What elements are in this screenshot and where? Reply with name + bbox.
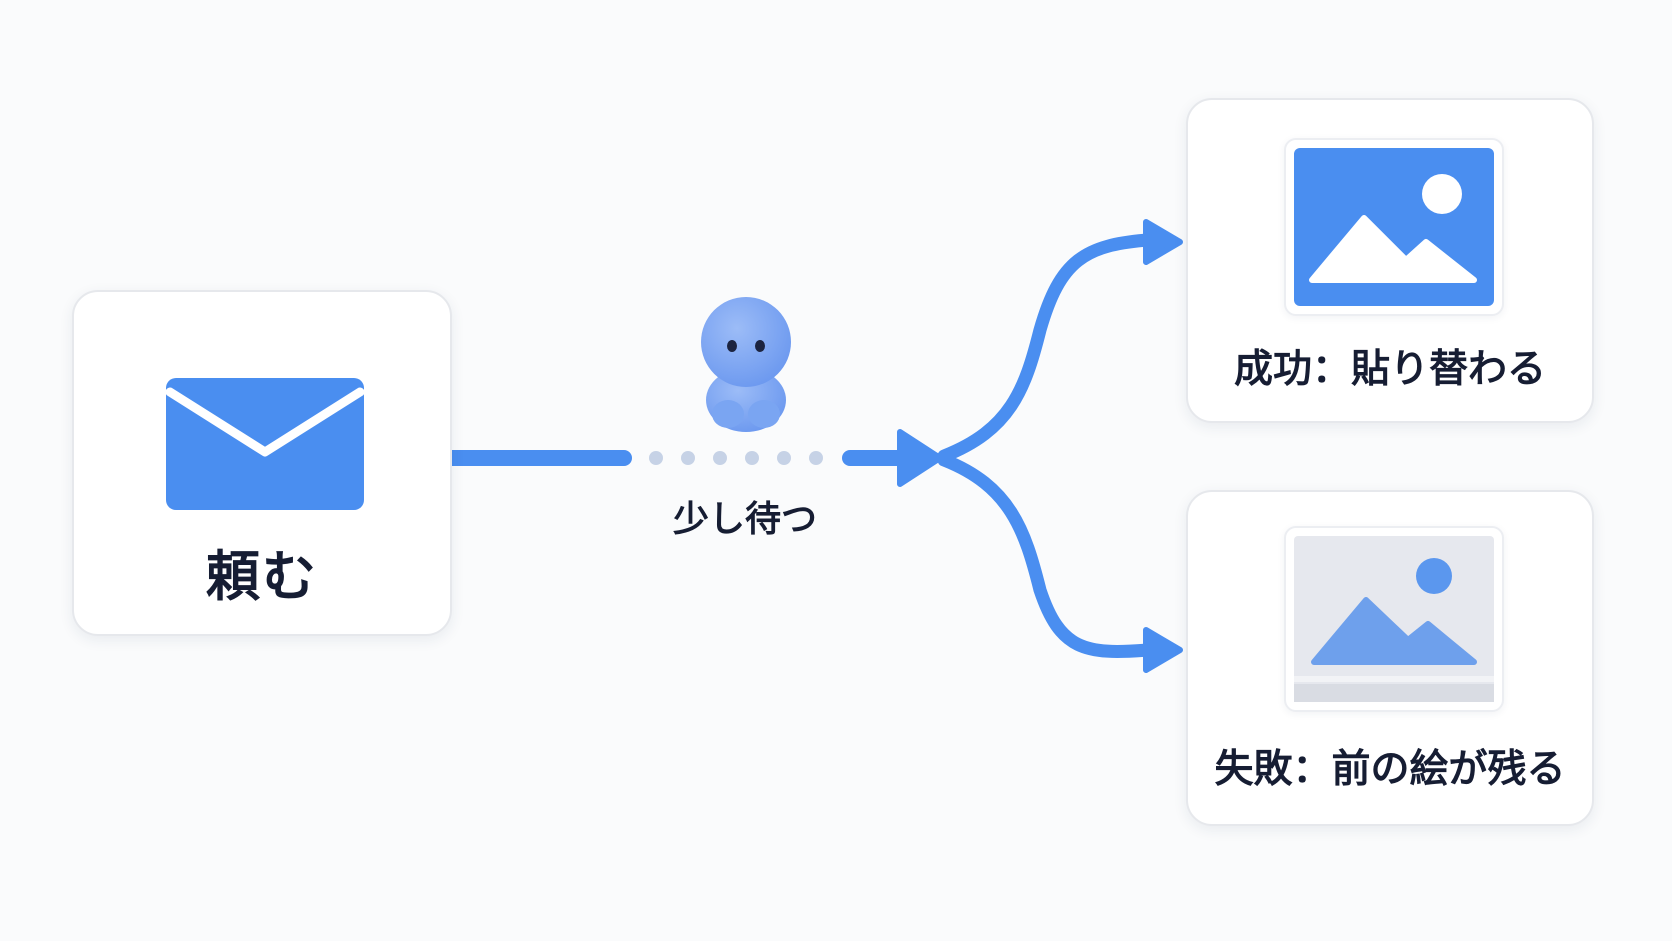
- wait-label: 少し待つ: [672, 499, 817, 540]
- wait-arrowhead: [897, 429, 943, 487]
- failure-arrowhead: [1143, 627, 1183, 673]
- request-label: 頼む: [206, 545, 318, 608]
- image-icon: [1284, 138, 1504, 316]
- request-card: 頼む: [72, 290, 452, 636]
- envelope-icon: [166, 378, 364, 510]
- failure-label: 失敗：前の絵が残る: [1214, 747, 1566, 792]
- success-label: 成功：貼り替わる: [1233, 347, 1546, 392]
- success-arrowhead: [1143, 219, 1183, 265]
- waiting-figure-icon: [701, 297, 791, 432]
- success-branch: [937, 233, 1155, 463]
- waiting-dots: [649, 451, 823, 465]
- faded-image-icon: [1284, 526, 1504, 712]
- failure-card: 失敗：前の絵が残る: [1186, 490, 1594, 826]
- failure-branch: [937, 453, 1155, 658]
- success-card: 成功：貼り替わる: [1186, 98, 1594, 423]
